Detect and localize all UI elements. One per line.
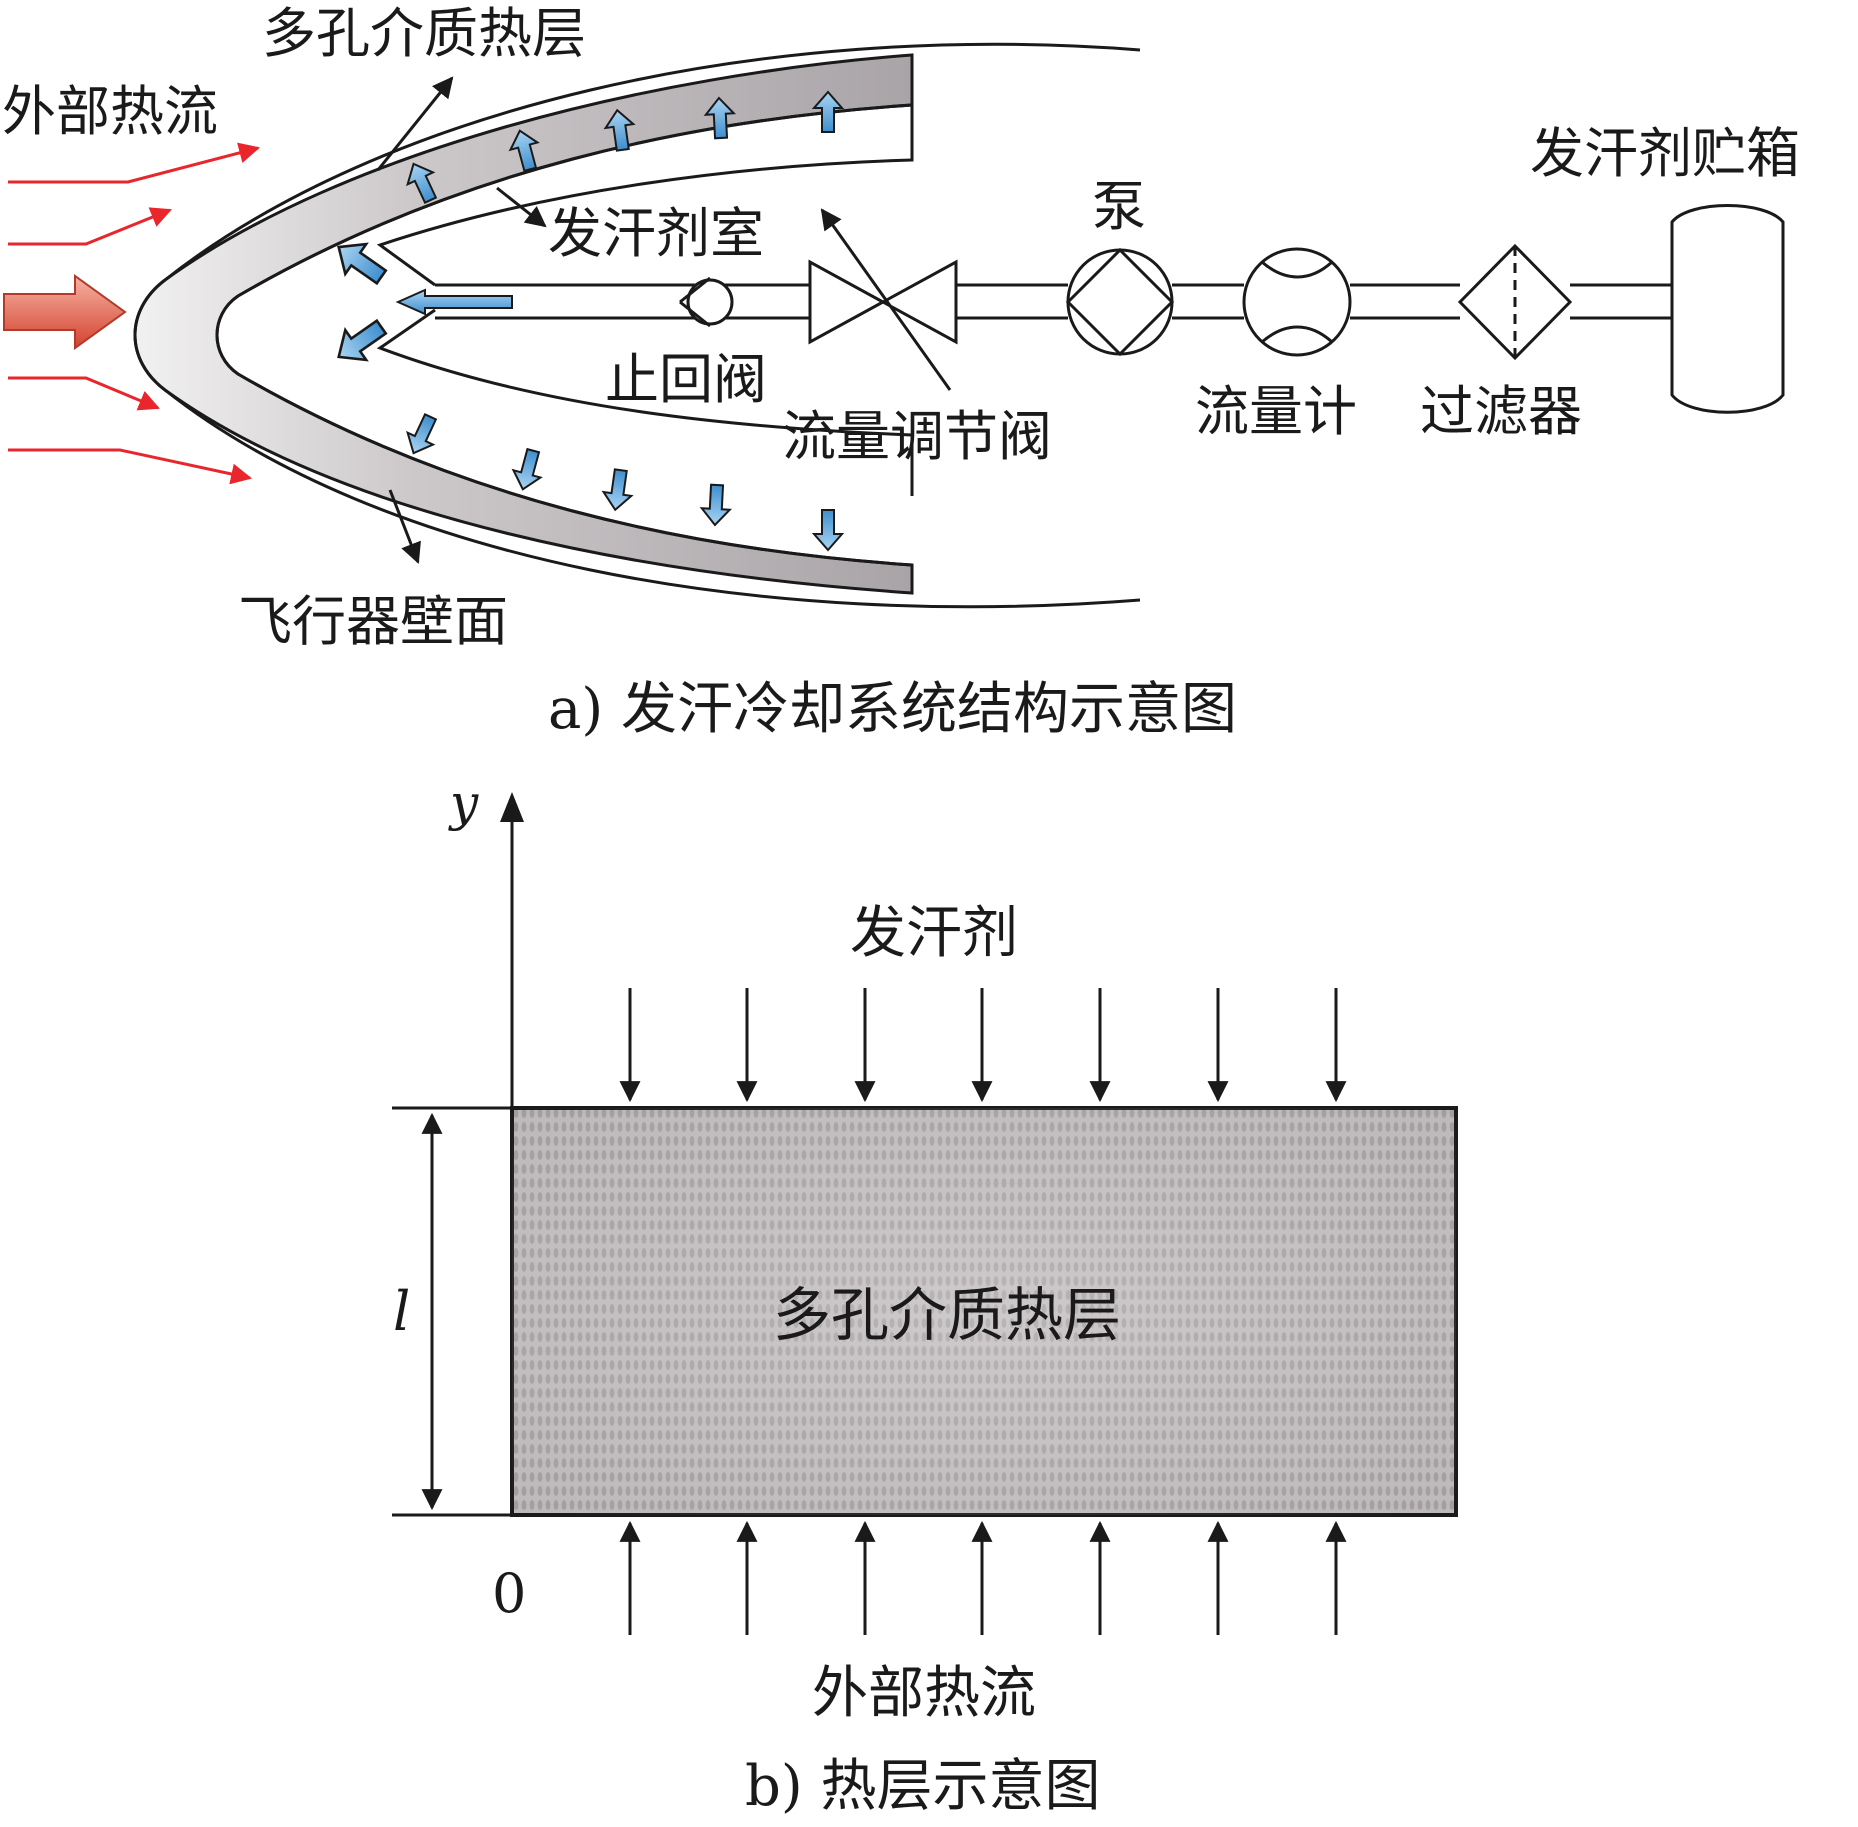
heat-inflow-arrows xyxy=(619,1520,1347,1635)
label-aircraft-wall: 飞行器壁面 xyxy=(238,590,508,653)
coolant-tank-symbol xyxy=(1670,204,1785,414)
porous-layer-shade xyxy=(512,1108,1456,1515)
origin-label: 0 xyxy=(492,1562,526,1625)
label-flow-meter: 流量计 xyxy=(1195,380,1357,443)
label-coolant-tank: 发汗剂贮箱 xyxy=(1530,122,1800,185)
shell-arrow-down-1 xyxy=(399,409,445,461)
feed-pipe xyxy=(435,283,1672,320)
panel-b: y l 0 多孔介质热层 发汗剂 xyxy=(392,774,1458,1819)
pump-symbol xyxy=(1065,247,1175,357)
label-pump: 泵 xyxy=(1092,175,1146,238)
label-flow-control-valve: 流量调节阀 xyxy=(782,405,1052,468)
chamber-arrow-down-left xyxy=(326,310,394,374)
coolant-chamber-wall xyxy=(376,105,914,496)
caption-a: a) 发汗冷却系统结构示意图 xyxy=(548,677,1237,742)
label-coolant: 发汗剂 xyxy=(850,901,1018,966)
porous-layer-leader xyxy=(376,76,454,171)
chamber-leader xyxy=(496,186,547,228)
wall-leader xyxy=(388,489,421,564)
label-coolant-chamber: 发汗剂室 xyxy=(548,202,764,265)
y-axis-arrowhead xyxy=(500,792,524,822)
aircraft-wall-line xyxy=(133,42,1141,609)
thickness-label: l xyxy=(393,1280,410,1343)
panel-a: 多孔介质热层 外部热流 发汗剂室 泵 发汗剂贮箱 止回阀 流量调节阀 流量计 过… xyxy=(2,2,1800,742)
main-heat-arrow xyxy=(3,274,127,350)
label-external-heat-b: 外部热流 xyxy=(812,1661,1036,1726)
label-external-heat-a: 外部热流 xyxy=(2,80,218,143)
label-porous-layer-b: 多孔介质热层 xyxy=(773,1281,1121,1349)
shell-arrow-down-3 xyxy=(600,467,636,513)
inner-shell-line xyxy=(215,103,913,567)
shell-arrow-down-5 xyxy=(813,509,843,551)
caption-b: b) 热层示意图 xyxy=(745,1754,1101,1819)
shell-arrow-down-2 xyxy=(508,446,548,494)
label-porous-layer-a: 多孔介质热层 xyxy=(262,2,586,65)
check-valve-symbol xyxy=(679,276,734,328)
shell-arrow-down-4 xyxy=(699,483,733,527)
feed-inflow-arrow xyxy=(395,288,513,316)
y-axis-label: y xyxy=(448,774,479,832)
flow-control-valve-symbol xyxy=(808,208,958,391)
flow-meter-symbol xyxy=(1242,247,1352,357)
external-heat-arrows xyxy=(8,142,261,485)
label-check-valve: 止回阀 xyxy=(605,348,767,411)
filter-symbol xyxy=(1457,243,1573,361)
coolant-inflow-arrows xyxy=(619,988,1347,1103)
label-filter: 过滤器 xyxy=(1420,380,1582,443)
